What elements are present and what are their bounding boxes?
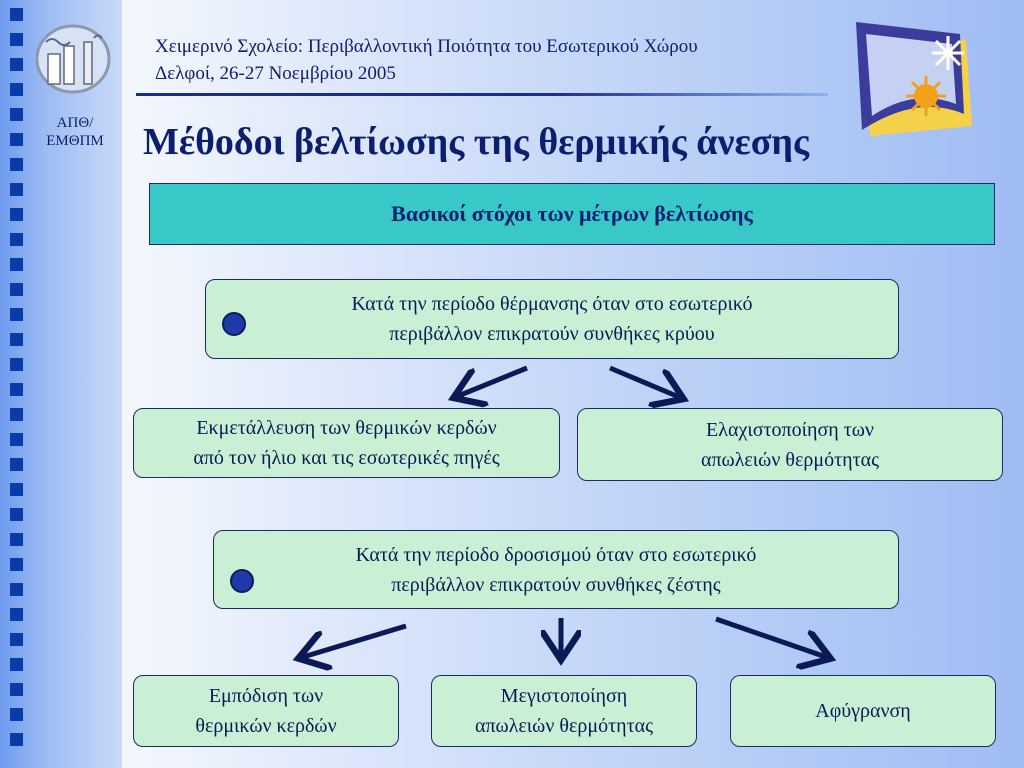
arrow-heating-right xyxy=(610,368,679,397)
arrow-heating-left xyxy=(458,368,527,396)
arrow-cooling-right xyxy=(716,619,826,657)
arrow-cooling-left xyxy=(303,626,406,657)
